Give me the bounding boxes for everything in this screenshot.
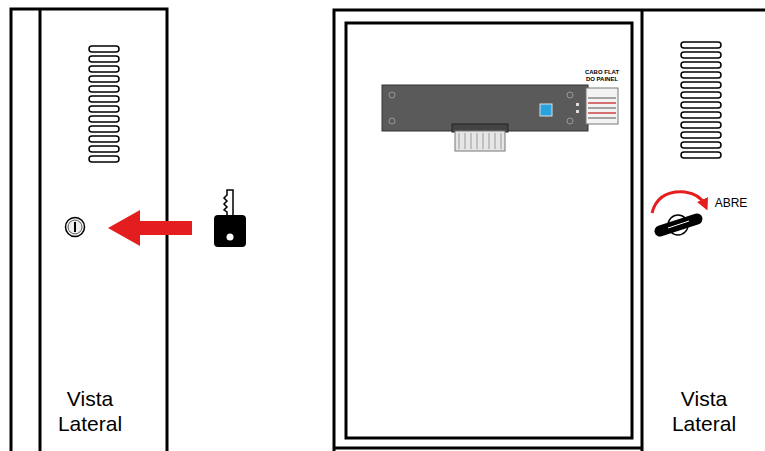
key-icon xyxy=(214,190,246,247)
inner-door xyxy=(346,23,632,438)
vent-slot xyxy=(89,116,119,122)
cable-stripe xyxy=(489,133,490,149)
vent-slot xyxy=(89,56,119,62)
vent-slot xyxy=(681,52,721,58)
cable-stripe xyxy=(477,133,478,149)
view-caption: Vista Lateral xyxy=(649,386,759,436)
vent-slot xyxy=(681,92,721,98)
cable-stripe xyxy=(501,133,502,149)
vent-slot xyxy=(681,42,721,48)
cable-stripe xyxy=(588,97,616,99)
vent-slot xyxy=(681,152,721,158)
cable-stripe xyxy=(471,133,472,149)
open-label: ABRE xyxy=(711,196,751,210)
vent-slots xyxy=(89,46,119,162)
door-edge xyxy=(39,9,42,451)
flat-connector xyxy=(452,124,508,151)
vent-slot xyxy=(89,46,119,52)
vent-slot xyxy=(89,76,119,82)
panel-flat-cable xyxy=(586,88,618,124)
circuit-board xyxy=(382,85,588,131)
vent-slot xyxy=(681,142,721,148)
vent-slot xyxy=(681,82,721,88)
cable-stripe xyxy=(495,133,496,149)
cable-stripe xyxy=(588,112,616,114)
vent-slot xyxy=(681,122,721,128)
vent-slot xyxy=(681,132,721,138)
vent-slot xyxy=(89,126,119,132)
insert-arrow xyxy=(108,210,192,246)
vent-slot xyxy=(89,96,119,102)
vent-slot xyxy=(681,72,721,78)
vent-slot xyxy=(89,106,119,112)
vent-slots xyxy=(681,42,721,158)
turn-arrow xyxy=(652,192,705,213)
side-edge xyxy=(641,10,644,451)
vent-slot xyxy=(89,66,119,72)
vent-slot xyxy=(89,156,119,162)
vent-slot xyxy=(89,86,119,92)
vent-slot xyxy=(681,62,721,68)
cable-stripe xyxy=(588,117,616,119)
view-caption: Vista Lateral xyxy=(35,386,145,436)
front-view xyxy=(334,10,765,451)
turned-lock xyxy=(660,215,697,235)
cabinet-outline xyxy=(334,10,765,451)
vent-slot xyxy=(681,102,721,108)
cable-stripe xyxy=(459,133,460,149)
vent-slot xyxy=(89,146,119,152)
cable-stripe xyxy=(465,133,466,149)
cable-stripe xyxy=(483,133,484,149)
lock xyxy=(66,218,85,237)
vent-slot xyxy=(681,112,721,118)
cabinet-bottom xyxy=(334,447,642,450)
cable-label: CABO FLAT DO PAINEL xyxy=(580,69,624,83)
cable-stripe xyxy=(588,107,616,109)
vent-slot xyxy=(89,136,119,142)
cable-stripe xyxy=(588,102,616,104)
